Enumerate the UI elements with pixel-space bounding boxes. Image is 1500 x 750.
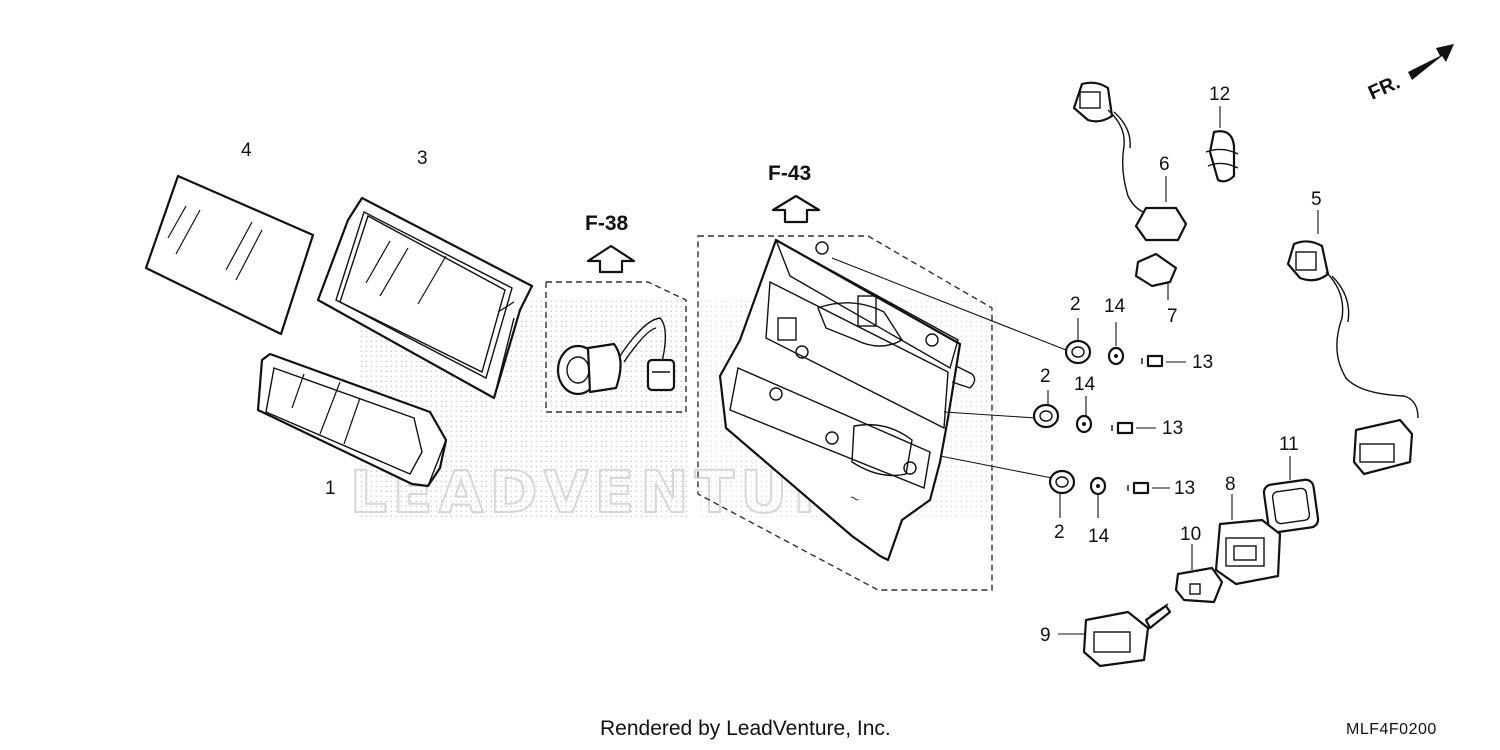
part-1-meter-lens[interactable] bbox=[256, 352, 448, 488]
callout-2b: 2 bbox=[1040, 366, 1051, 387]
callout-3: 3 bbox=[417, 148, 428, 169]
part-13-screw-a[interactable] bbox=[1141, 354, 1164, 368]
callout-13b: 13 bbox=[1162, 418, 1183, 439]
callout-5: 5 bbox=[1311, 189, 1322, 210]
part-7-pad[interactable] bbox=[1134, 252, 1178, 288]
part-9-plug[interactable] bbox=[1082, 603, 1172, 668]
callout-14a: 14 bbox=[1104, 296, 1126, 317]
callout-labels: 1 2 2 2 3 4 5 6 7 8 9 10 11 12 13 13 13 … bbox=[241, 84, 1322, 646]
callout-7: 7 bbox=[1167, 306, 1178, 327]
f38-reference-label: F-38 bbox=[585, 212, 629, 235]
part-11-seal[interactable] bbox=[1262, 478, 1320, 534]
leader-lines bbox=[831, 106, 1319, 635]
f38-group-box bbox=[545, 281, 687, 413]
part-13-screw-c[interactable] bbox=[1127, 481, 1150, 495]
part-2-grommet-b[interactable] bbox=[1032, 403, 1060, 429]
part-10-cap[interactable] bbox=[1174, 566, 1224, 604]
part-3-bezel-frame[interactable] bbox=[316, 196, 534, 400]
callout-14b: 14 bbox=[1074, 374, 1096, 395]
footer-credit: Rendered by LeadVenture, Inc. bbox=[600, 717, 891, 740]
callout-14c: 14 bbox=[1088, 526, 1110, 547]
f38-reference-arrow[interactable]: F-38 bbox=[585, 212, 636, 274]
part-5-sensor-harness[interactable] bbox=[1286, 240, 1419, 476]
diagram-code: MLF4F0200 bbox=[1346, 721, 1437, 738]
callout-11: 11 bbox=[1279, 434, 1299, 455]
f43-reference-label: F-43 bbox=[768, 162, 811, 185]
callout-12: 12 bbox=[1209, 84, 1230, 105]
part-14-washer-a[interactable] bbox=[1107, 346, 1125, 366]
callout-13c: 13 bbox=[1174, 478, 1195, 499]
callout-10: 10 bbox=[1180, 524, 1201, 545]
callout-6: 6 bbox=[1159, 154, 1170, 175]
part-2-grommet-a[interactable] bbox=[1064, 339, 1092, 365]
meter-mounting-bracket[interactable]: ~ bbox=[718, 238, 976, 562]
callout-9: 9 bbox=[1040, 625, 1051, 646]
f38-socket-connector[interactable] bbox=[556, 317, 676, 396]
f43-group-box bbox=[697, 235, 993, 591]
callout-4: 4 bbox=[241, 140, 252, 161]
callout-13a: 13 bbox=[1192, 352, 1213, 373]
callout-8: 8 bbox=[1225, 474, 1236, 495]
f43-reference-arrow[interactable]: F-43 bbox=[768, 162, 821, 224]
part-14-washer-c[interactable] bbox=[1089, 476, 1107, 496]
part-13-screw-b[interactable] bbox=[1111, 421, 1134, 435]
callout-2c: 2 bbox=[1054, 522, 1065, 543]
callout-2a: 2 bbox=[1070, 294, 1081, 315]
front-direction-label: FR. bbox=[1365, 71, 1403, 104]
part-2-grommet-c[interactable] bbox=[1048, 469, 1076, 495]
callout-1: 1 bbox=[325, 478, 336, 499]
part-8-socket-housing[interactable] bbox=[1214, 518, 1282, 586]
front-direction-indicator: FR. bbox=[1365, 44, 1454, 105]
front-arrow-icon bbox=[1408, 44, 1454, 80]
part-12-clip[interactable] bbox=[1205, 130, 1239, 183]
part-4-screen-glass[interactable] bbox=[144, 174, 315, 336]
part-14-washer-b[interactable] bbox=[1075, 414, 1093, 434]
part-6-switch-harness[interactable] bbox=[1072, 81, 1188, 242]
